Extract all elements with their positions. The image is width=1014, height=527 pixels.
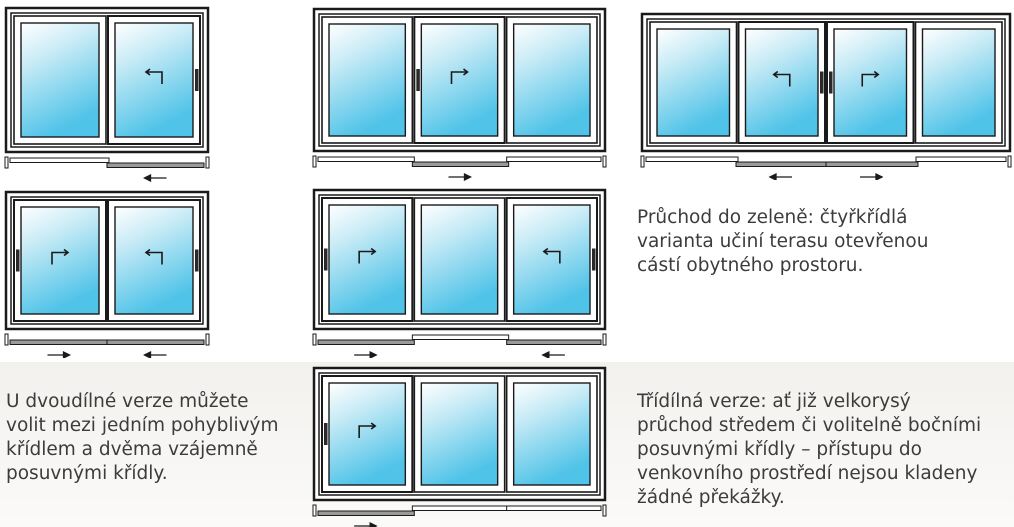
glass-pane (328, 23, 407, 137)
diagram-three-sash-side-sliding (312, 188, 607, 358)
rail-end-right (602, 333, 607, 346)
handle-icon (820, 71, 824, 94)
movement-arrow-icon (354, 521, 378, 527)
rail-end-left (4, 156, 9, 169)
slide-direction-icon (772, 70, 791, 87)
window-inner-frame (646, 18, 1006, 147)
window-inner-frame (10, 196, 204, 325)
movement-arrow-icon (541, 350, 565, 358)
track-rail (645, 156, 739, 162)
diagram-two-sash-both-sliding (4, 190, 210, 358)
slide-direction-icon (144, 68, 163, 84)
window-inner-frame (318, 13, 601, 147)
handle-icon (829, 71, 833, 94)
glass-pane (656, 28, 731, 137)
rail-end-right (602, 155, 607, 168)
caption-four-wing: Průchod do zeleně: čtyřkřídlá varianta u… (637, 207, 929, 276)
track-rail (506, 156, 602, 162)
slide-direction-icon (144, 248, 163, 265)
glass-pane (328, 204, 407, 315)
movement-arrow-icon (143, 350, 167, 358)
glass-pane (20, 22, 100, 138)
caption-three-part: Třídílná verze: ať již velkorysý průchod… (637, 391, 982, 508)
rail-end-right (205, 333, 210, 346)
slide-direction-icon (450, 68, 469, 84)
track-rail (317, 510, 415, 516)
track-rail (106, 339, 205, 345)
track-rail (9, 157, 110, 163)
handle-icon (195, 249, 199, 272)
rail-end-left (312, 504, 317, 517)
track-rail (317, 339, 415, 345)
track-rail (915, 156, 1007, 162)
movement-arrow-icon (354, 350, 378, 358)
movement-arrow-icon (768, 172, 792, 180)
glass-pane (512, 382, 591, 486)
glass-pane (420, 382, 499, 486)
diagram-three-sash-middle-sliding (312, 7, 607, 181)
slide-direction-icon (358, 422, 377, 438)
track-rail (506, 339, 602, 345)
glass-pane (114, 22, 194, 138)
movement-arrow-icon (143, 173, 167, 182)
diagram-two-sash-one-sliding (4, 6, 210, 182)
rail-end-right (1007, 155, 1012, 168)
rail-end-left (4, 333, 9, 346)
track-rail (106, 162, 205, 168)
glass-pane (328, 382, 407, 486)
movement-arrow-icon (47, 350, 71, 358)
caption-two-part: U dvoudílné verze můžete volit mezi jedn… (6, 391, 279, 484)
track-rail (411, 334, 510, 340)
slide-direction-icon (51, 248, 70, 265)
glass-pane (744, 28, 819, 137)
rail-end-left (312, 333, 317, 346)
track-rail (317, 156, 415, 162)
handle-icon (195, 69, 199, 91)
window-inner-frame (318, 194, 601, 325)
glass-pane (420, 204, 499, 315)
glass-pane (833, 28, 908, 137)
track-rail (411, 505, 510, 511)
rail-end-right (602, 504, 607, 517)
diagram-four-sash-two-sliding (640, 12, 1012, 180)
glass-pane (114, 206, 194, 315)
window-inner-frame (10, 12, 204, 148)
track-rail (411, 161, 510, 167)
glass-pane (921, 28, 996, 137)
movement-arrow-icon (860, 172, 884, 180)
diagram-three-sash-one-side-sliding (312, 366, 607, 527)
handle-icon (592, 248, 596, 271)
glass-pane (420, 23, 499, 137)
window-inner-frame (318, 372, 601, 496)
rail-end-left (640, 155, 645, 168)
glass-pane (512, 23, 591, 137)
glass-pane (20, 206, 100, 315)
handle-icon (324, 248, 328, 271)
rail-end-left (312, 155, 317, 168)
handle-icon (324, 423, 328, 445)
movement-arrow-icon (448, 172, 472, 181)
slide-direction-icon (542, 247, 561, 264)
slide-direction-icon (358, 247, 377, 264)
track-rail (735, 161, 829, 167)
rail-end-right (205, 156, 210, 169)
slide-direction-icon (861, 70, 880, 87)
track-rail (506, 505, 602, 511)
glass-pane (512, 204, 591, 315)
track-rail (9, 339, 110, 345)
handle-icon (16, 249, 20, 272)
track-rail (825, 161, 919, 167)
handle-icon (416, 69, 420, 91)
